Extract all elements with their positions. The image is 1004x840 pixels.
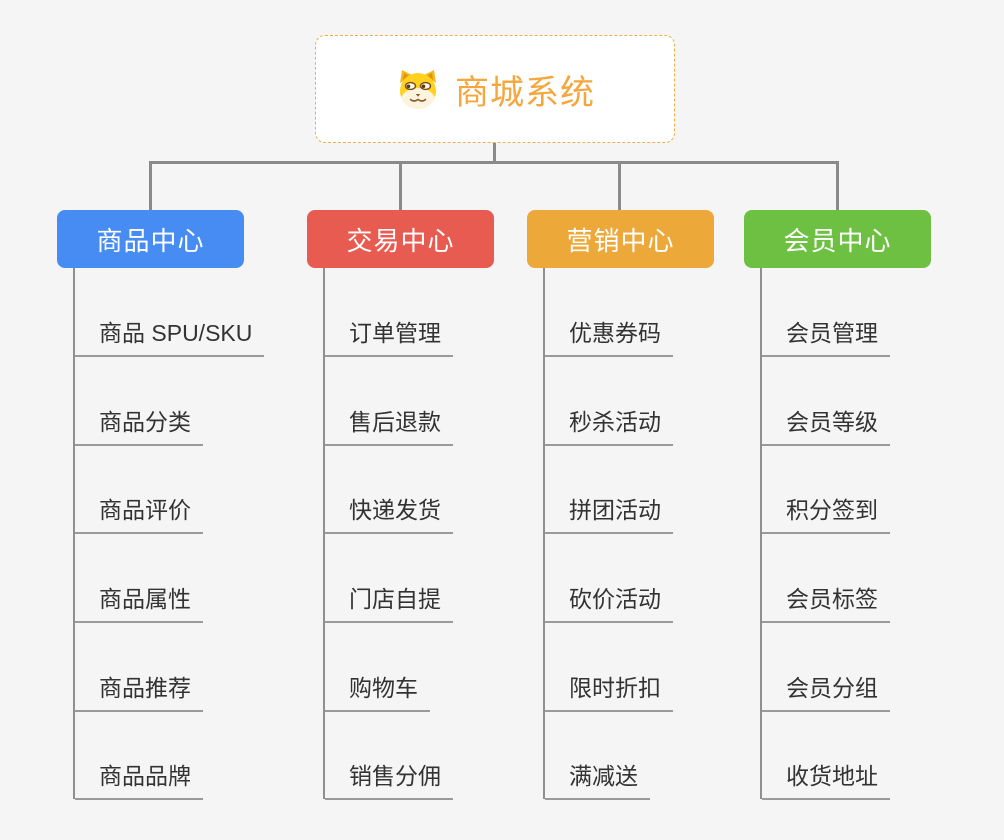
subtopic[interactable]: 购物车 (325, 673, 430, 712)
subtopic[interactable]: 售后退款 (325, 407, 453, 446)
subtopic[interactable]: 订单管理 (325, 318, 453, 357)
subtopic[interactable]: 收货地址 (762, 761, 890, 800)
subtopic[interactable]: 拼团活动 (545, 495, 673, 534)
subtopic[interactable]: 商品推荐 (75, 673, 203, 712)
branch-children-trunk: 会员管理 会员等级 积分签到 会员标签 会员分组 收货地址 (760, 268, 890, 800)
subtopic[interactable]: 销售分佣 (325, 761, 453, 800)
subtopic[interactable]: 商品评价 (75, 495, 203, 534)
connector-root-stem (493, 143, 496, 162)
branch-topic-marketing-center[interactable]: 营销中心 (527, 210, 714, 268)
branch-topic-product-center[interactable]: 商品中心 (57, 210, 244, 268)
branch-topic-member-center[interactable]: 会员中心 (744, 210, 931, 268)
branch-trade-center: 交易中心 订单管理 售后退款 快递发货 门店自提 购物车 销售分佣 (307, 210, 494, 800)
branch-member-center: 会员中心 会员管理 会员等级 积分签到 会员标签 会员分组 收货地址 (744, 210, 931, 800)
subtopic[interactable]: 商品品牌 (75, 761, 203, 800)
subtopic[interactable]: 砍价活动 (545, 584, 673, 623)
subtopic[interactable]: 会员分组 (762, 673, 890, 712)
connector-drop-marketing (618, 161, 621, 210)
subtopic[interactable]: 快递发货 (325, 495, 453, 534)
connector-drop-trade (399, 161, 402, 210)
connector-drop-product (149, 161, 152, 210)
branch-children-trunk: 优惠券码 秒杀活动 拼团活动 砍价活动 限时折扣 满减送 (543, 268, 673, 800)
branch-product-center: 商品中心 商品 SPU/SKU 商品分类 商品评价 商品属性 商品推荐 商品品牌 (57, 210, 265, 800)
subtopic[interactable]: 优惠券码 (545, 318, 673, 357)
connector-rail (149, 161, 839, 164)
subtopic[interactable]: 积分签到 (762, 495, 890, 534)
branch-topic-trade-center[interactable]: 交易中心 (307, 210, 494, 268)
subtopic[interactable]: 满减送 (545, 761, 650, 800)
connector-drop-member (836, 161, 839, 210)
subtopic[interactable]: 会员管理 (762, 318, 890, 357)
branch-children-trunk: 订单管理 售后退款 快递发货 门店自提 购物车 销售分佣 (323, 268, 453, 800)
root-topic[interactable]: 商城系统 (315, 35, 675, 143)
branch-marketing-center: 营销中心 优惠券码 秒杀活动 拼团活动 砍价活动 限时折扣 满减送 (527, 210, 714, 800)
root-topic-label: 商城系统 (455, 73, 595, 112)
subtopic[interactable]: 秒杀活动 (545, 407, 673, 446)
subtopic[interactable]: 商品分类 (75, 407, 203, 446)
subtopic[interactable]: 商品属性 (75, 584, 203, 623)
subtopic[interactable]: 会员标签 (762, 584, 890, 623)
subtopic[interactable]: 会员等级 (762, 407, 890, 446)
branch-children-trunk: 商品 SPU/SKU 商品分类 商品评价 商品属性 商品推荐 商品品牌 (73, 268, 265, 800)
subtopic[interactable]: 限时折扣 (545, 673, 673, 712)
subtopic[interactable]: 门店自提 (325, 584, 453, 623)
subtopic[interactable]: 商品 SPU/SKU (75, 318, 265, 357)
dog-face-icon (400, 70, 436, 109)
